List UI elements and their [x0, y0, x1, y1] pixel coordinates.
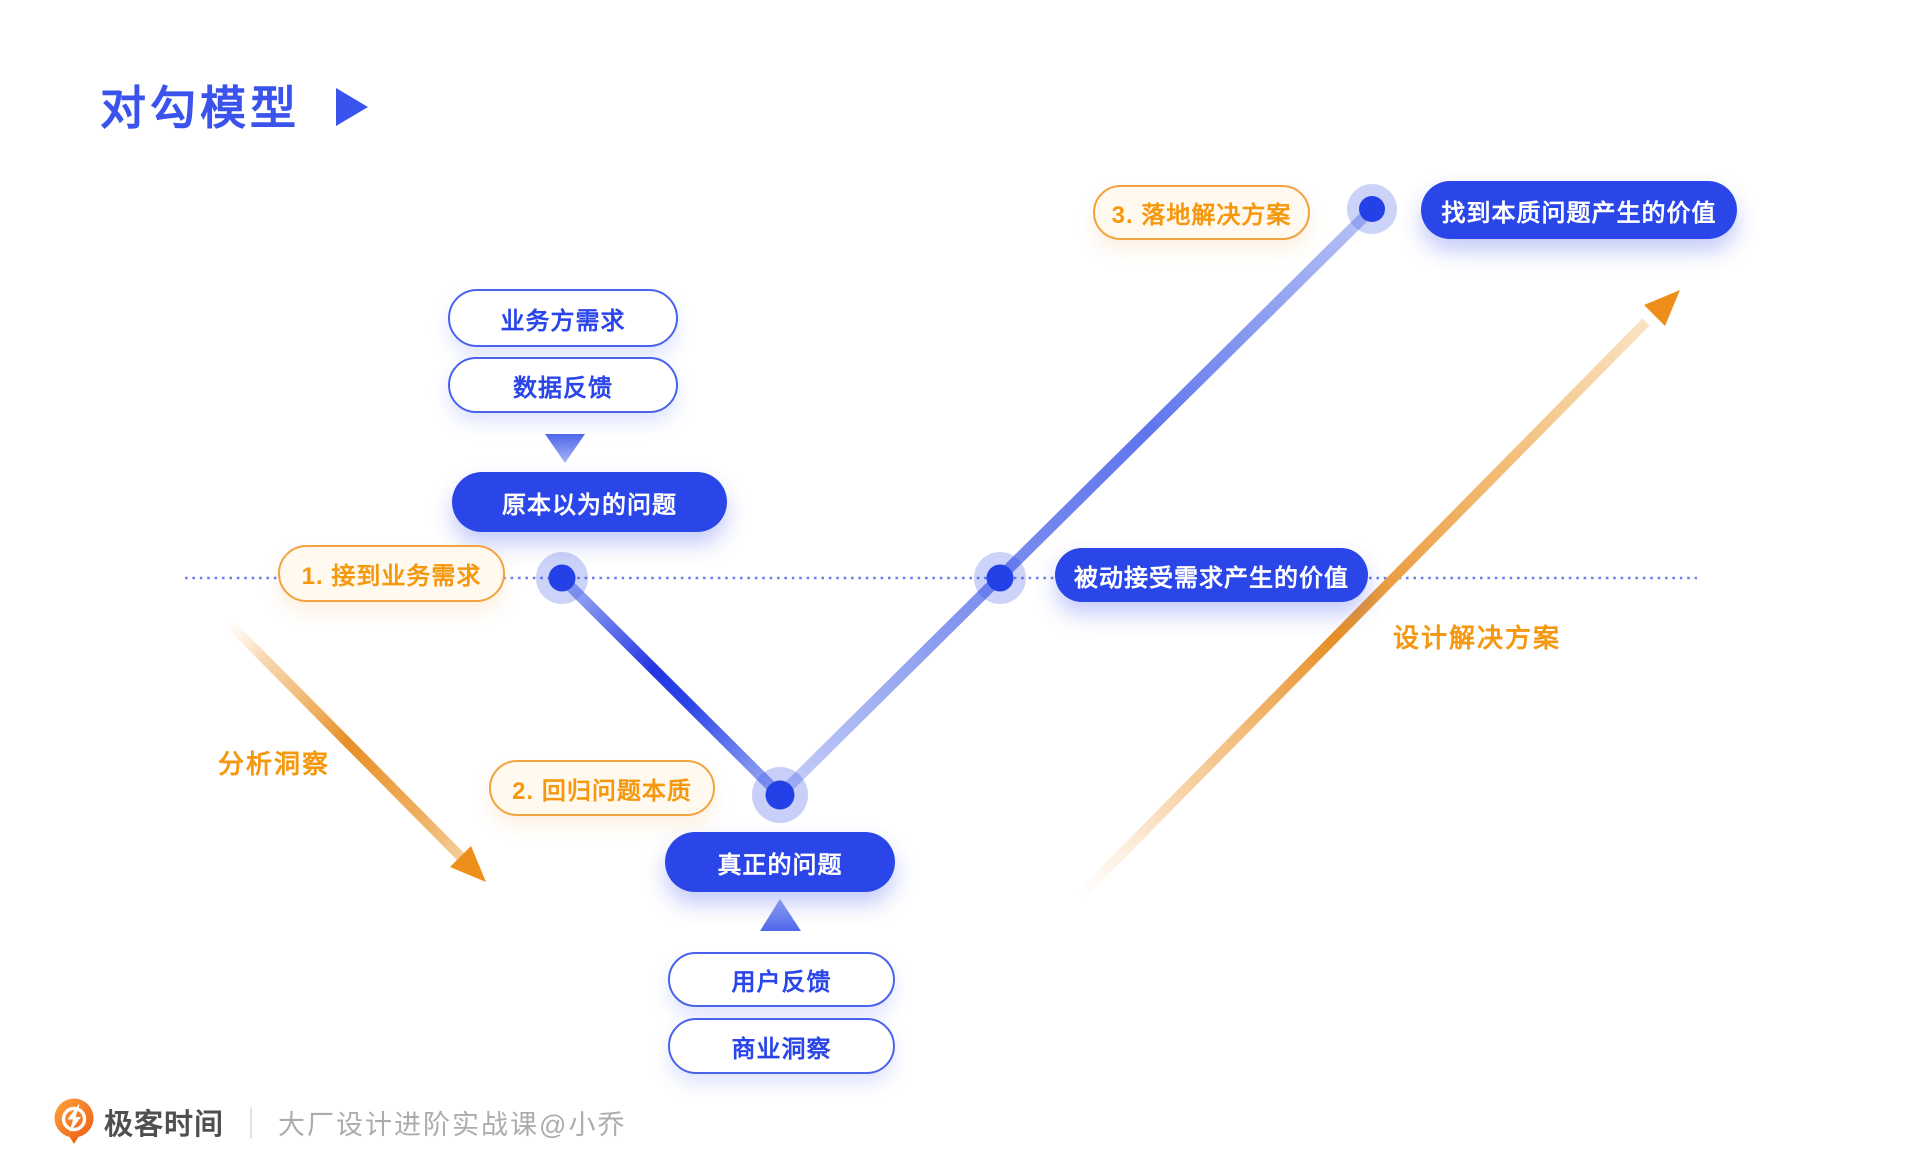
- checkmark-left-segment: [558, 574, 784, 799]
- pill-assumed-problem: 原本以为的问题: [452, 472, 727, 532]
- pill-stage1: 1. 接到业务需求: [278, 545, 505, 602]
- pill-passive-value: 被动接受需求产生的价值: [1055, 548, 1368, 602]
- node-stage2: [752, 767, 808, 823]
- node-stage3: [1347, 184, 1397, 234]
- pill-user-feedback: 用户反馈: [668, 952, 895, 1007]
- page-title-text: 对勾模型: [100, 82, 300, 134]
- node-stage1: [536, 552, 588, 604]
- footer-course: 大厂设计进阶实战课@小乔: [278, 1109, 627, 1140]
- footer-divider: ｜: [238, 1105, 265, 1142]
- node-passive-value: [974, 552, 1026, 604]
- arrow-down-icon: [545, 434, 585, 463]
- play-icon: [336, 88, 368, 126]
- page-title: 对勾模型: [100, 72, 368, 138]
- checkmark-right-segment: [776, 205, 1376, 799]
- geektime-logo-icon: [54, 1098, 94, 1144]
- design-arrowhead-icon: [1644, 290, 1680, 326]
- analysis-line: [224, 618, 466, 862]
- design-label: 设计解决方案: [1393, 623, 1562, 653]
- pill-found-value: 找到本质问题产生的价值: [1421, 181, 1737, 239]
- pill-business-demand: 业务方需求: [448, 289, 678, 347]
- footer: 极客时间 ｜ 大厂设计进阶实战课@小乔: [54, 1098, 626, 1146]
- pill-stage2: 2. 回归问题本质: [489, 760, 715, 816]
- pill-data-feedback: 数据反馈: [448, 357, 678, 413]
- pill-business-insight: 商业洞察: [668, 1018, 895, 1074]
- footer-brand: 极客时间: [104, 1109, 225, 1141]
- analysis-arrowhead-icon: [450, 846, 486, 882]
- pill-stage3: 3. 落地解决方案: [1093, 185, 1310, 240]
- arrow-up-icon: [760, 899, 801, 931]
- analysis-label: 分析洞察: [218, 749, 331, 779]
- pill-real-problem: 真正的问题: [665, 832, 895, 892]
- design-line: [1076, 318, 1650, 900]
